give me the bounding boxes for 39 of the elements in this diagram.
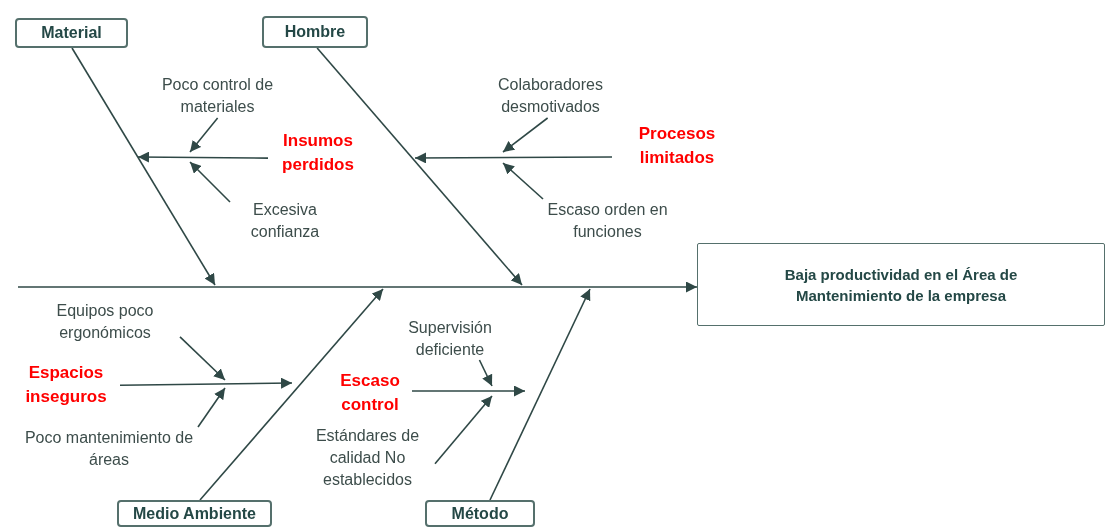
cause-arrow [189,117,219,153]
category-label: Medio Ambiente [133,504,256,523]
cause-text: Poco control de materiales [150,74,285,118]
cause-text: Colaboradores desmotivados [483,74,618,118]
cause-arrow [137,151,269,163]
bone-arrow [71,47,216,286]
category-label: Método [451,504,509,523]
cause-text: Excesiva confianza [230,199,340,243]
category-label: Hombre [284,23,346,41]
spine-arrow [17,281,698,293]
effect-box [697,243,1105,326]
cause-text: Equipos poco ergonómicos [30,300,180,344]
cause-arrow [502,162,544,200]
sub-cause-text: Escaso control [328,368,412,418]
category-box [15,18,128,48]
cause-arrow [119,377,293,389]
sub-cause-text: Insumos perdidos [268,128,368,178]
cause-text: Escaso orden en funciones [540,199,675,243]
cause-arrow [434,395,493,465]
bone-arrow [489,288,591,501]
bone-arrow [316,47,523,286]
effect-label: Baja productividad en el Área de Mantenimiento de la empresa [783,264,1019,306]
cause-text: Estándares de calidad No establecidos [300,425,435,491]
cause-arrow [197,387,226,428]
cause-arrow [502,117,549,153]
cause-arrow [179,336,226,381]
cause-text: Poco mantenimiento de áreas [14,427,204,471]
category-box [117,500,272,527]
cause-text: Supervisión deficiente [404,318,496,360]
bone-arrow [199,288,384,501]
sub-cause-text: Procesos limitados [612,121,742,171]
cause-arrow [411,385,526,397]
sub-cause-text: Espacios inseguros [12,360,120,410]
cause-arrow [189,161,231,203]
category-label: Material [41,24,102,42]
category-box [262,16,368,48]
cause-arrow [414,152,613,164]
category-box [425,500,535,527]
cause-arrow [478,359,493,387]
